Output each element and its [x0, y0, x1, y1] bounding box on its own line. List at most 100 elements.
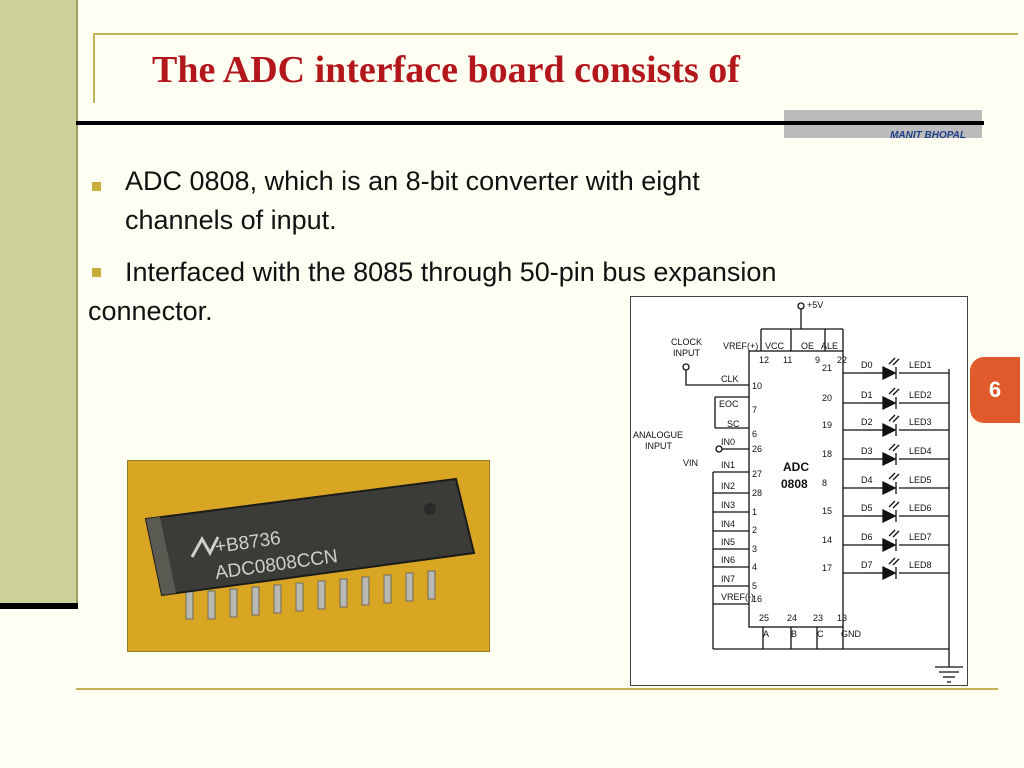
led-label: LED2 — [909, 390, 932, 400]
clock-label: CLOCK — [671, 337, 702, 347]
pin-number: 5 — [752, 581, 757, 591]
pin-number: 17 — [822, 563, 832, 573]
pin-number: 18 — [822, 449, 832, 459]
title-underline — [76, 121, 984, 125]
led-label: LED6 — [909, 503, 932, 513]
pin-number: 26 — [752, 444, 762, 454]
output-label: D3 — [861, 446, 873, 456]
led-diode-icon — [882, 537, 897, 553]
output-label: D4 — [861, 475, 873, 485]
led-emission-arrow — [888, 529, 896, 537]
pin-number: 22 — [837, 355, 847, 365]
led-diode-icon — [882, 422, 897, 438]
pin-number: 12 — [759, 355, 769, 365]
bottom-pin-label: B — [791, 629, 797, 639]
pin-number: 15 — [822, 506, 832, 516]
bottom-pin-label: A — [763, 629, 769, 639]
slide-title: The ADC interface board consists of — [152, 49, 740, 91]
bullet-2-line-2: connector. — [88, 296, 213, 326]
bottom-pin-label: C — [817, 629, 824, 639]
bullet-icon — [92, 268, 101, 277]
output-label: D0 — [861, 360, 873, 370]
led-label: LED3 — [909, 417, 932, 427]
led-diode-icon — [882, 565, 897, 581]
ale-label: ALE — [821, 341, 838, 351]
pin-number: 27 — [752, 469, 762, 479]
led-emission-arrow — [892, 358, 900, 366]
pin-number: 4 — [752, 562, 757, 572]
pin-number: 25 — [759, 613, 769, 623]
bottom-pin-label: GND — [841, 629, 862, 639]
analogue-label: ANALOGUE — [633, 430, 683, 440]
adc-chip-photo: +B8736 ADC0808CCN — [127, 460, 490, 652]
led-diode-icon — [882, 365, 897, 381]
title-top-rule — [93, 33, 1018, 35]
title-bracket — [93, 33, 95, 103]
input-label: IN6 — [721, 555, 735, 565]
pin-number: 20 — [822, 393, 832, 403]
led-diode-icon — [882, 480, 897, 496]
pin-number: 10 — [752, 381, 762, 391]
manufacturer-logo-icon — [190, 535, 220, 558]
led-diode-icon — [882, 508, 897, 524]
input-label: IN1 — [721, 460, 735, 470]
page-number-badge: 6 — [970, 357, 1020, 423]
pin-number: 9 — [815, 355, 820, 365]
output-label: D6 — [861, 532, 873, 542]
vin-label: VIN — [683, 458, 698, 468]
pin-number: 19 — [822, 420, 832, 430]
input-label: IN0 — [721, 437, 735, 447]
clk-label: CLK — [721, 374, 739, 384]
led-emission-arrow — [888, 443, 896, 451]
sc-label: SC — [727, 419, 740, 429]
chip-name: ADC — [783, 460, 809, 474]
bottom-rule — [76, 688, 998, 690]
clock-label: INPUT — [673, 348, 701, 358]
led-emission-arrow — [892, 444, 900, 452]
pin-number: 24 — [787, 613, 797, 623]
input-label: VREF(-) — [721, 592, 754, 602]
oe-label: OE — [801, 341, 814, 351]
pin-number: 23 — [813, 613, 823, 623]
led-emission-arrow — [892, 501, 900, 509]
led-emission-arrow — [892, 530, 900, 538]
pin-number: 6 — [752, 429, 757, 439]
eoc-label: EOC — [719, 399, 739, 409]
bullet-2-line-1: Interfaced with the 8085 through 50-pin … — [125, 257, 777, 287]
output-label: D7 — [861, 560, 873, 570]
pin-number: 8 — [822, 478, 827, 488]
led-emission-arrow — [892, 473, 900, 481]
led-label: LED8 — [909, 560, 932, 570]
led-label: LED5 — [909, 475, 932, 485]
led-emission-arrow — [888, 357, 896, 365]
input-label: IN3 — [721, 500, 735, 510]
left-band-foot — [0, 603, 78, 609]
pin-number: 28 — [752, 488, 762, 498]
output-label: D1 — [861, 390, 873, 400]
left-decorative-band — [0, 0, 78, 608]
pin-number: 7 — [752, 405, 757, 415]
led-label: LED1 — [909, 360, 932, 370]
input-label: IN2 — [721, 481, 735, 491]
pin-number: 13 — [837, 613, 847, 623]
bullet-1-line-2: channels of input. — [125, 205, 337, 235]
led-emission-arrow — [888, 500, 896, 508]
input-label: IN5 — [721, 537, 735, 547]
led-diode-icon — [882, 395, 897, 411]
led-diode-icon — [882, 451, 897, 467]
led-emission-arrow — [888, 387, 896, 395]
led-emission-arrow — [892, 558, 900, 566]
pin-number: 1 — [752, 507, 757, 517]
pin-number: 14 — [822, 535, 832, 545]
led-label: LED4 — [909, 446, 932, 456]
bullet-1-line-1: ADC 0808, which is an 8-bit converter wi… — [125, 166, 700, 196]
led-emission-arrow — [888, 472, 896, 480]
supply-label: +5V — [807, 300, 823, 310]
input-label: IN4 — [721, 519, 735, 529]
institution-label: MANIT BHOPAL — [890, 130, 966, 141]
pin-number: 2 — [752, 525, 757, 535]
pin-number: 21 — [822, 363, 832, 373]
led-emission-arrow — [888, 557, 896, 565]
pin-number: 3 — [752, 544, 757, 554]
